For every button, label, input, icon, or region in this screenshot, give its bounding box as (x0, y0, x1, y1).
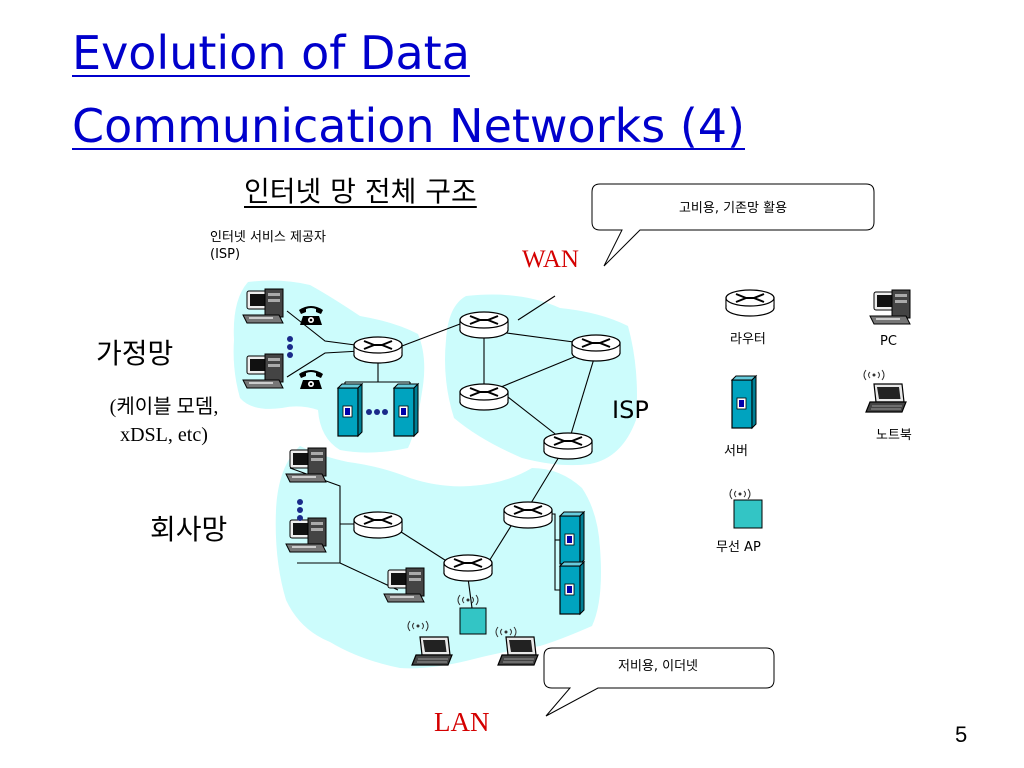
isp-provider-abbr: (ISP) (210, 247, 241, 262)
lan-callout-bubble (543, 647, 775, 717)
corporate-server-icon (559, 561, 585, 615)
corporate-router-icon (443, 554, 493, 582)
legend-router-icon (725, 289, 775, 317)
corporate-pc-icon (383, 567, 425, 603)
isp-provider-label: 인터넷 서비스 제공자 (ISP) (210, 229, 326, 263)
home-network-sub-line2: xDSL, etc) (120, 424, 208, 446)
home-pc-icon (242, 353, 284, 389)
home-pc-icon (242, 288, 284, 324)
isp-provider-name: 인터넷 서비스 제공자 (210, 230, 326, 245)
home-router-icon (353, 336, 403, 364)
legend-pc-label: PC (880, 334, 897, 349)
corporate-server-icon (559, 511, 585, 565)
legend-server-icon (731, 375, 757, 429)
home-network-sublabel: (케이블 모뎀, xDSL, etc) (84, 393, 244, 449)
corporate-router-icon (503, 501, 553, 529)
legend-laptop-icon (865, 383, 907, 413)
corporate-network-label: 회사망 (150, 513, 228, 546)
corporate-network-cloud (275, 446, 601, 669)
legend-pc-icon (869, 289, 911, 325)
isp-router-icon (571, 334, 621, 362)
corporate-router-icon (353, 511, 403, 539)
corporate-pc-icon (285, 447, 327, 483)
ellipsis-dots (287, 336, 293, 358)
wan-callout-text: 고비용, 기존망 활용 (679, 201, 787, 216)
wireless-signal-icon (729, 488, 751, 500)
diagram-subtitle: 인터넷 망 전체 구조 (244, 175, 477, 208)
home-server-icon (337, 383, 363, 437)
home-network-label: 가정망 (96, 337, 174, 370)
isp-router-icon (459, 311, 509, 339)
home-network-sub-line1: (케이블 모뎀, (109, 396, 219, 418)
legend-router-label: 라우터 (730, 332, 766, 347)
title-line-1: Evolution of Data (72, 26, 470, 80)
ellipsis-dots (297, 499, 303, 521)
corporate-pc-icon (285, 517, 327, 553)
wireless-ap-icon (459, 607, 487, 635)
legend-server-label: 서버 (724, 444, 748, 459)
isp-label: ISP (612, 396, 649, 424)
title-line-2: Communication Networks (4) (72, 99, 745, 153)
wireless-signal-icon (863, 369, 885, 381)
wan-label: WAN (522, 246, 579, 273)
legend-wireless-ap-label: 무선 AP (716, 540, 761, 555)
lan-callout-text: 저비용, 이더넷 (618, 659, 698, 674)
legend-wireless-ap-icon (733, 499, 763, 529)
home-server-icon (393, 383, 419, 437)
page-number: 5 (955, 722, 968, 747)
legend-laptop-label: 노트북 (876, 428, 912, 443)
ellipsis-dots (366, 409, 388, 415)
wan-callout-bubble (591, 183, 875, 267)
isp-router-icon (459, 383, 509, 411)
lan-label: LAN (434, 707, 490, 737)
isp-router-icon (543, 432, 593, 460)
